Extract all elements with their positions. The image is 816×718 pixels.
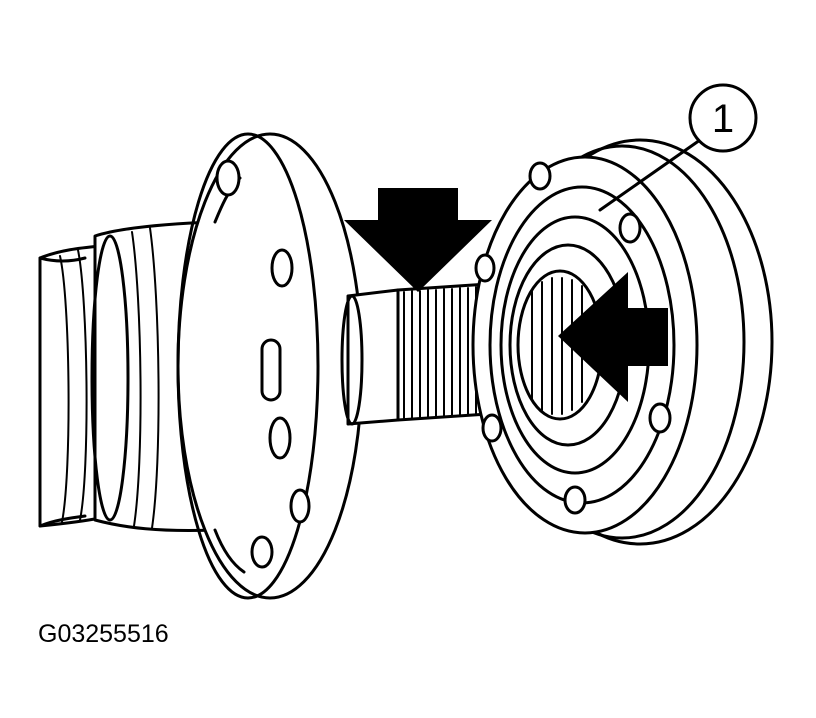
callout-1: 1 bbox=[598, 83, 758, 212]
callout-number: 1 bbox=[712, 97, 734, 141]
arrow-left-icon bbox=[558, 272, 668, 402]
arrow-down-icon bbox=[344, 188, 492, 292]
drive-flange bbox=[176, 132, 364, 600]
figure-id: G03255516 bbox=[38, 620, 169, 648]
